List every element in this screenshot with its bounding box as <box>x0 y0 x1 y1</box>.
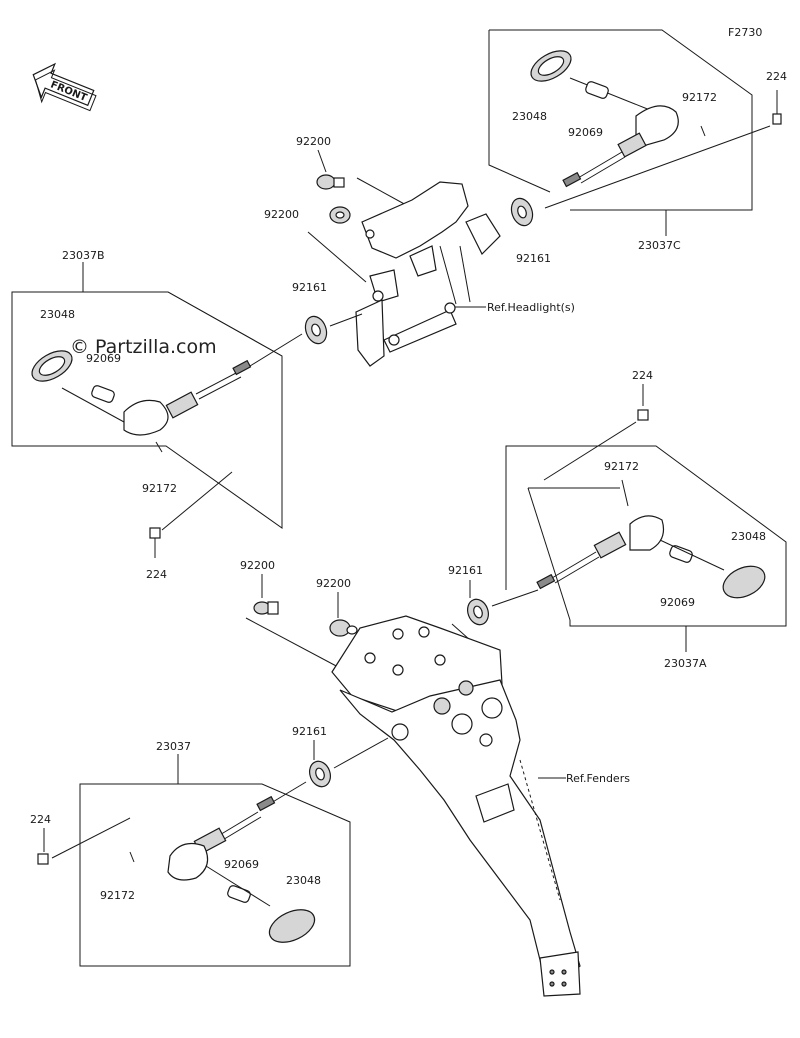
callout-rr-lens: 23048 <box>731 530 766 543</box>
bolt-icon <box>772 90 782 125</box>
ref-fenders: Ref.Fenders <box>566 772 630 785</box>
callout-fr-lens: 23048 <box>512 110 547 123</box>
group-label-rear-left: 23037 <box>156 740 191 753</box>
damper-icon <box>316 174 345 190</box>
bulb-icon <box>91 385 115 403</box>
callout-fl-grommet: 92161 <box>292 281 327 294</box>
callout-rr-bolt: 224 <box>632 369 653 382</box>
callout-fr-grommet: 92161 <box>516 252 551 265</box>
group-rear-left: 23037 92161 224 92172 92069 23048 <box>30 725 389 967</box>
callout-rr-screw: 92172 <box>604 460 639 473</box>
bulb-icon <box>227 885 251 903</box>
callout-bracket-damper-top: 92200 <box>296 135 331 148</box>
bolt-icon <box>149 527 161 558</box>
grommet-icon <box>309 760 331 788</box>
callout-rl-lens: 23048 <box>286 874 321 887</box>
grommet-icon <box>467 598 489 626</box>
turn-signal-housing-icon <box>167 795 276 881</box>
grommet-icon <box>304 315 328 345</box>
bulb-icon <box>585 81 609 99</box>
callout-fl-bulb: 92069 <box>86 352 121 365</box>
group-rear-right: 23037A 224 92172 23048 92069 92161 <box>448 369 787 670</box>
group-front-left: 23037B 23048 92069 92161 92172 <box>11 249 363 581</box>
rear-fender-bracket: 92200 92200 Ref.Fen <box>240 559 630 997</box>
damper-icon <box>329 619 358 637</box>
group-label-front-right: 23037C <box>638 239 681 252</box>
bulb-icon <box>669 545 693 563</box>
lens-icon <box>31 350 73 382</box>
group-label-rear-right: 23037A <box>664 657 707 670</box>
headlight-bracket: 92200 92200 Ref.Headlight(s) <box>264 135 575 367</box>
lens-icon <box>530 50 572 82</box>
callout-rr-bulb: 92069 <box>660 596 695 609</box>
callout-rear-damper-a: 92200 <box>240 559 275 572</box>
ref-headlight: Ref.Headlight(s) <box>487 301 575 314</box>
callout-rear-damper-b: 92200 <box>316 577 351 590</box>
callout-rl-screw: 92172 <box>100 889 135 902</box>
damper-icon <box>329 206 351 224</box>
bolt-icon <box>37 853 49 865</box>
callout-rl-grommet: 92161 <box>292 725 327 738</box>
callout-fr-bulb: 92069 <box>568 126 603 139</box>
callout-rl-bolt: 224 <box>30 813 51 826</box>
callout-fl-bolt: 224 <box>146 568 167 581</box>
turn-signal-housing-icon <box>536 515 665 590</box>
turn-signal-housing-icon <box>123 359 252 436</box>
lens-icon <box>268 909 316 943</box>
damper-icon <box>253 601 279 615</box>
lens-icon <box>722 565 766 599</box>
group-front-right: 23037C 23048 92069 92172 224 <box>488 29 787 265</box>
callout-fr-bolt: 224 <box>766 70 787 83</box>
callout-rl-bulb: 92069 <box>224 858 259 871</box>
callout-bracket-damper-mid: 92200 <box>264 208 299 221</box>
watermark: © Partzilla.com <box>70 336 217 358</box>
grommet-icon <box>510 197 534 227</box>
bolt-icon <box>637 409 649 421</box>
callout-fl-lens: 23048 <box>40 308 75 321</box>
front-arrow-icon: FRONT <box>32 62 97 112</box>
callout-fl-screw: 92172 <box>142 482 177 495</box>
callout-rr-grommet: 92161 <box>448 564 483 577</box>
group-label-front-left: 23037B <box>62 249 105 262</box>
callout-fr-screw: 92172 <box>682 91 717 104</box>
turn-signal-housing-icon <box>562 105 679 188</box>
figure-code: F2730 <box>728 26 762 39</box>
